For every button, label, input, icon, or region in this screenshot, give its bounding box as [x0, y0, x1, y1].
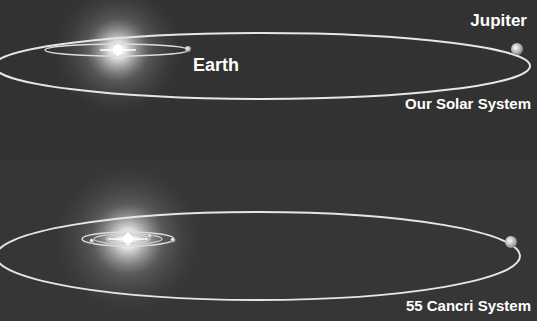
outer-planet — [505, 236, 517, 248]
inner-planet — [171, 238, 176, 243]
outer-planet-orbit — [0, 212, 520, 300]
earth-orbit — [45, 44, 189, 56]
inner-orbit — [82, 232, 174, 246]
system-title: Our Solar System — [405, 96, 531, 111]
sun-flare — [100, 44, 136, 56]
jupiter-planet — [511, 43, 523, 55]
earth-planet — [185, 46, 191, 52]
sun-glow — [48, 0, 188, 120]
inner-planet — [90, 239, 95, 244]
system-title: 55 Cancri System — [406, 298, 531, 313]
planet-name: Jupiter — [470, 12, 527, 29]
bottom-panel — [0, 160, 537, 321]
jupiter-orbit — [0, 33, 530, 99]
inner-planet — [148, 234, 153, 239]
planet-name: Earth — [193, 56, 239, 74]
star-flare — [108, 232, 148, 246]
